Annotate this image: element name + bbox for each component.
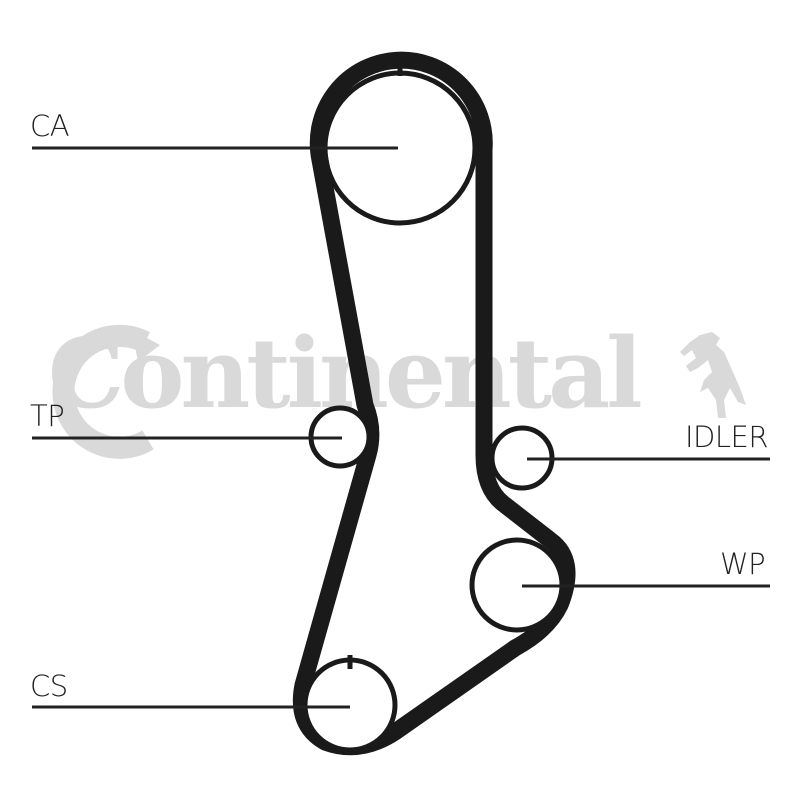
label-tp: TP xyxy=(30,399,65,433)
timing-belt xyxy=(292,51,576,756)
label-wp: WP xyxy=(720,547,766,581)
watermark-swirl-icon xyxy=(52,324,160,459)
label-ca: CA xyxy=(30,109,70,143)
leader-lines xyxy=(32,146,770,709)
pulley-cs xyxy=(302,655,398,753)
label-cs: CS xyxy=(30,669,68,703)
rearing-horse-icon xyxy=(680,332,746,418)
label-idler: IDLER xyxy=(685,420,769,454)
